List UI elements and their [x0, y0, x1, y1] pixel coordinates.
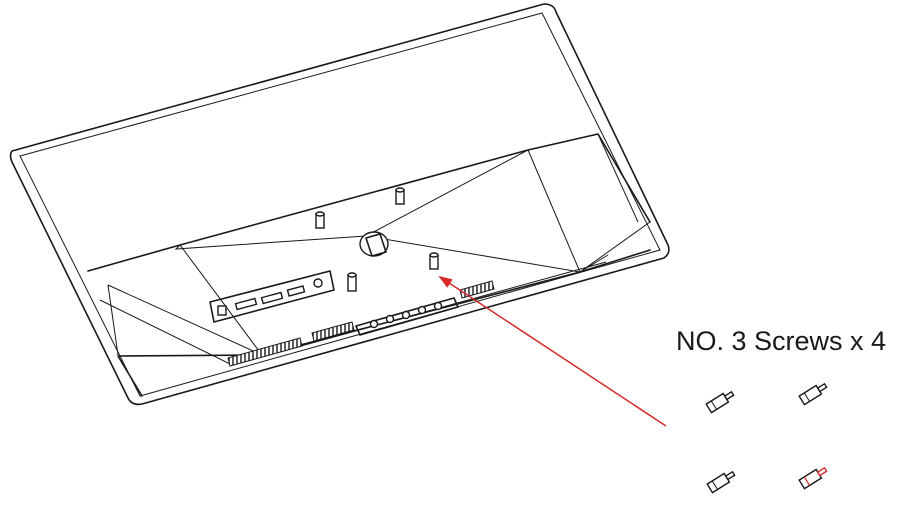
screw-2 — [798, 382, 828, 406]
control-button-strip — [355, 297, 459, 336]
monitor-back — [9, 3, 670, 406]
stand-mount-hub — [359, 231, 389, 257]
control-button-5 — [433, 301, 443, 311]
hdmi-port-2 — [260, 291, 284, 305]
dc-port — [217, 305, 227, 316]
standoff-top-left — [315, 211, 325, 229]
vesa-standoffs — [315, 187, 439, 292]
hdmi-port-1 — [234, 297, 258, 311]
control-button-1 — [369, 319, 379, 329]
screw-callout-label: NO. 3 Screws x 4 — [676, 326, 887, 356]
monitor-inner-frame — [19, 12, 661, 397]
audio-port — [313, 278, 323, 288]
standoff-bottom-left — [347, 272, 357, 292]
screw-1 — [705, 390, 735, 414]
control-button-4 — [417, 305, 427, 315]
vent-grill-left — [227, 337, 303, 367]
control-button-2 — [385, 314, 395, 324]
vent-grills — [227, 280, 495, 367]
standoff-bottom-right — [429, 252, 439, 270]
hdmi-port-3 — [286, 285, 306, 297]
io-port-panel — [209, 270, 335, 323]
pointer-arrow — [438, 275, 667, 427]
screw-4-highlighted — [798, 466, 828, 490]
vent-grill-right — [459, 280, 495, 299]
screw-set — [705, 382, 828, 494]
vent-grill-center — [311, 321, 355, 342]
control-button-3 — [401, 310, 411, 320]
monitor-outer-frame — [9, 3, 670, 406]
screw-3 — [706, 470, 736, 494]
standoff-top-right — [395, 187, 405, 205]
